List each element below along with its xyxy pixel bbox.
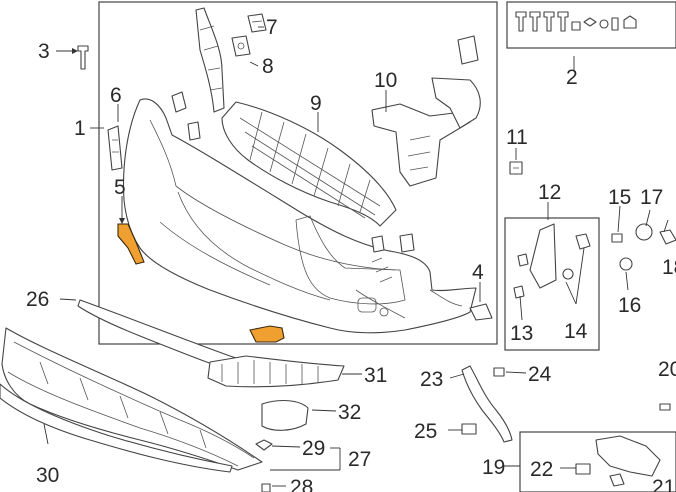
clip-29 <box>255 439 273 451</box>
upper-support-bracket <box>195 7 225 113</box>
callout-21: 21 <box>652 476 675 492</box>
highlight-fill-5 <box>117 223 145 265</box>
callout-23: 23 <box>420 368 443 391</box>
edge-bolt-20 <box>659 403 671 411</box>
clip-11 <box>509 161 523 175</box>
bracket-kit-frame <box>504 217 600 351</box>
callout-4: 4 <box>472 261 484 284</box>
callout-leaders <box>43 26 669 487</box>
callout-5: 5 <box>114 176 126 199</box>
callout-28: 28 <box>290 476 313 492</box>
callout-1: 1 <box>74 117 86 140</box>
callout-14: 14 <box>564 320 588 343</box>
bracket-kit-contents <box>513 223 591 299</box>
small-brackets <box>171 91 415 253</box>
hardware-fasteners <box>515 11 637 32</box>
callout-27: 27 <box>348 448 371 471</box>
callout-31: 31 <box>364 364 387 387</box>
bumper-assembly-frame <box>98 1 498 345</box>
callout-17: 17 <box>640 186 663 209</box>
screw-28 <box>261 483 271 492</box>
undertray-30 <box>0 327 263 473</box>
clip-8 <box>231 35 251 57</box>
highlighted-bracket-5 <box>117 223 145 265</box>
fastener-group <box>611 223 676 271</box>
callout-16: 16 <box>618 294 641 317</box>
headlamp-bracket <box>371 35 481 187</box>
callout-13: 13 <box>510 322 533 345</box>
callout-7: 7 <box>266 16 278 39</box>
callout-15: 15 <box>608 186 631 209</box>
callout-2: 2 <box>566 66 578 89</box>
callout-20: 20 <box>658 358 676 381</box>
bracket-4 <box>469 303 493 321</box>
clip-7 <box>247 13 267 33</box>
callout-26: 26 <box>26 288 49 311</box>
callout-30: 30 <box>36 464 59 487</box>
callout-3: 3 <box>38 40 50 63</box>
callout-10: 10 <box>374 69 397 92</box>
side-guide-bracket <box>107 125 123 171</box>
callout-6: 6 <box>110 84 122 107</box>
clip-25 <box>461 423 477 435</box>
highlight-fill-20 <box>249 325 285 343</box>
callout-24: 24 <box>528 363 552 386</box>
callout-12: 12 <box>538 181 561 204</box>
hardware-kit-frame <box>506 1 676 49</box>
lower-grille-31 <box>207 355 345 388</box>
callout-11: 11 <box>506 126 528 149</box>
callout-8: 8 <box>262 55 274 78</box>
callout-9: 9 <box>310 92 322 115</box>
callout-22: 22 <box>530 458 553 481</box>
reinforcement-contents <box>575 435 661 487</box>
callout-25: 25 <box>414 420 437 443</box>
callout-32: 32 <box>338 401 361 424</box>
callout-numbers: 3 1 6 5 7 8 9 10 2 11 12 4 13 14 15 17 1… <box>26 16 676 492</box>
bumper-cover <box>122 98 477 334</box>
pin-3 <box>77 45 89 70</box>
seal-strip-23 <box>461 365 513 443</box>
cover-32 <box>261 399 309 431</box>
reinforcement-frame <box>519 431 676 492</box>
callout-29: 29 <box>302 437 325 460</box>
callout-18: 18 <box>662 256 676 279</box>
callout-19: 19 <box>482 456 505 479</box>
highlighted-trim-20 <box>249 325 285 343</box>
bolt-24 <box>493 367 505 377</box>
upper-grille <box>221 101 397 227</box>
